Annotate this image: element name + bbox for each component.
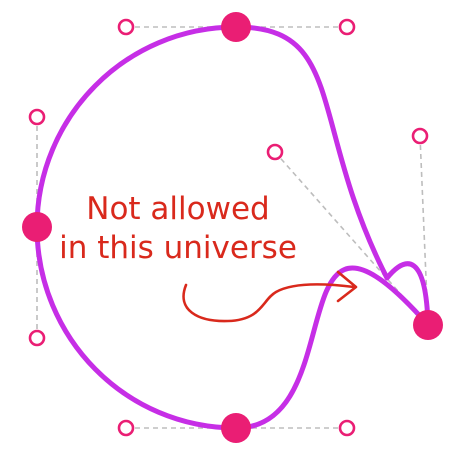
annotation-arrow-icon (182, 270, 358, 323)
anchor-points (22, 12, 443, 443)
control-handles (28, 18, 429, 437)
control-handle-top-right[interactable] (338, 18, 356, 36)
anchor-point-top[interactable] (221, 12, 251, 42)
control-handle-right-inner[interactable] (266, 143, 284, 161)
anchor-point-bottom[interactable] (221, 413, 251, 443)
control-handle-left-top[interactable] (28, 108, 46, 126)
anchor-point-left[interactable] (22, 212, 52, 242)
control-handle-top-left[interactable] (117, 18, 135, 36)
control-handle-bottom-right[interactable] (338, 419, 356, 437)
control-handle-right-outer[interactable] (411, 127, 429, 145)
annotation-line-2: in this universe (59, 230, 297, 266)
control-handle-bottom-left[interactable] (117, 419, 135, 437)
bezier-curve[interactable] (34, 24, 431, 431)
annotation-line-1: Not allowed (86, 191, 269, 227)
control-handle-left-bottom[interactable] (28, 329, 46, 347)
anchor-point-right[interactable] (413, 310, 443, 340)
annotation: Not allowed in this universe (59, 191, 358, 323)
